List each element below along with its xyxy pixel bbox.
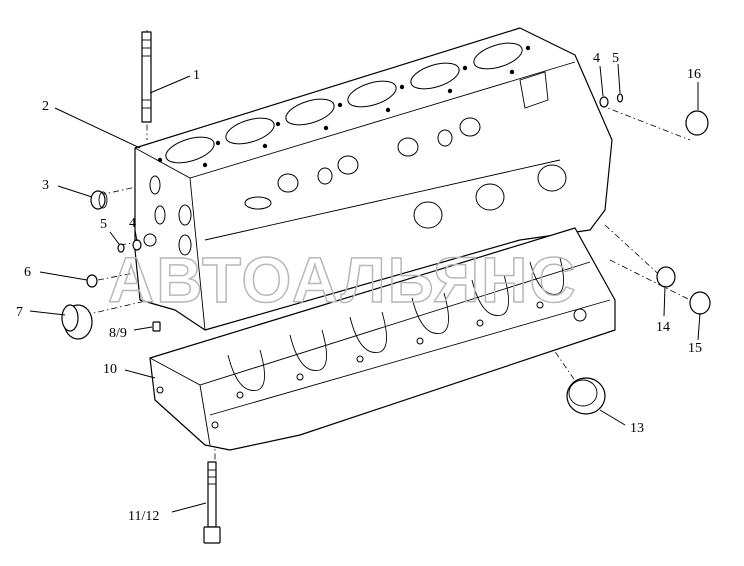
callout-6: 6 [24,265,31,280]
callout-14: 14 [656,320,670,335]
callout-11-12: 11/12 [128,509,159,524]
callout-5-rear: 5 [612,51,619,66]
bedplate [149,227,616,451]
head-stud [141,31,152,123]
plug-3 [90,190,108,210]
callout-3: 3 [42,178,49,193]
callout-1: 1 [193,68,200,83]
cup-plug-16 [685,110,709,136]
cup-plug-13 [566,377,606,415]
callout-15: 15 [688,341,702,356]
callout-7: 7 [16,305,23,320]
callout-13: 13 [630,421,644,436]
fitting-4-5-rear [599,93,624,108]
callout-4-rear: 4 [593,51,600,66]
plug-15 [689,291,711,315]
callout-2: 2 [42,99,49,114]
cup-plug-7 [61,304,93,340]
plug-14 [656,266,676,288]
leader-lines [29,63,701,513]
callout-8-9: 8/9 [109,326,127,341]
dowel-8-9 [152,321,161,332]
callout-5-front: 5 [100,217,107,232]
watermark-text: АВТОАЛЬЯНС [108,244,578,316]
callout-4-front: 4 [129,216,136,231]
cylinder-block [134,27,613,331]
plug-6 [86,274,98,288]
callout-labels: 1 2 3 4 5 6 7 8/9 10 11/12 13 14 15 16 4… [16,51,702,524]
callout-10: 10 [103,362,117,377]
main-bearing-bolt [203,461,221,544]
callout-16: 16 [687,67,701,82]
